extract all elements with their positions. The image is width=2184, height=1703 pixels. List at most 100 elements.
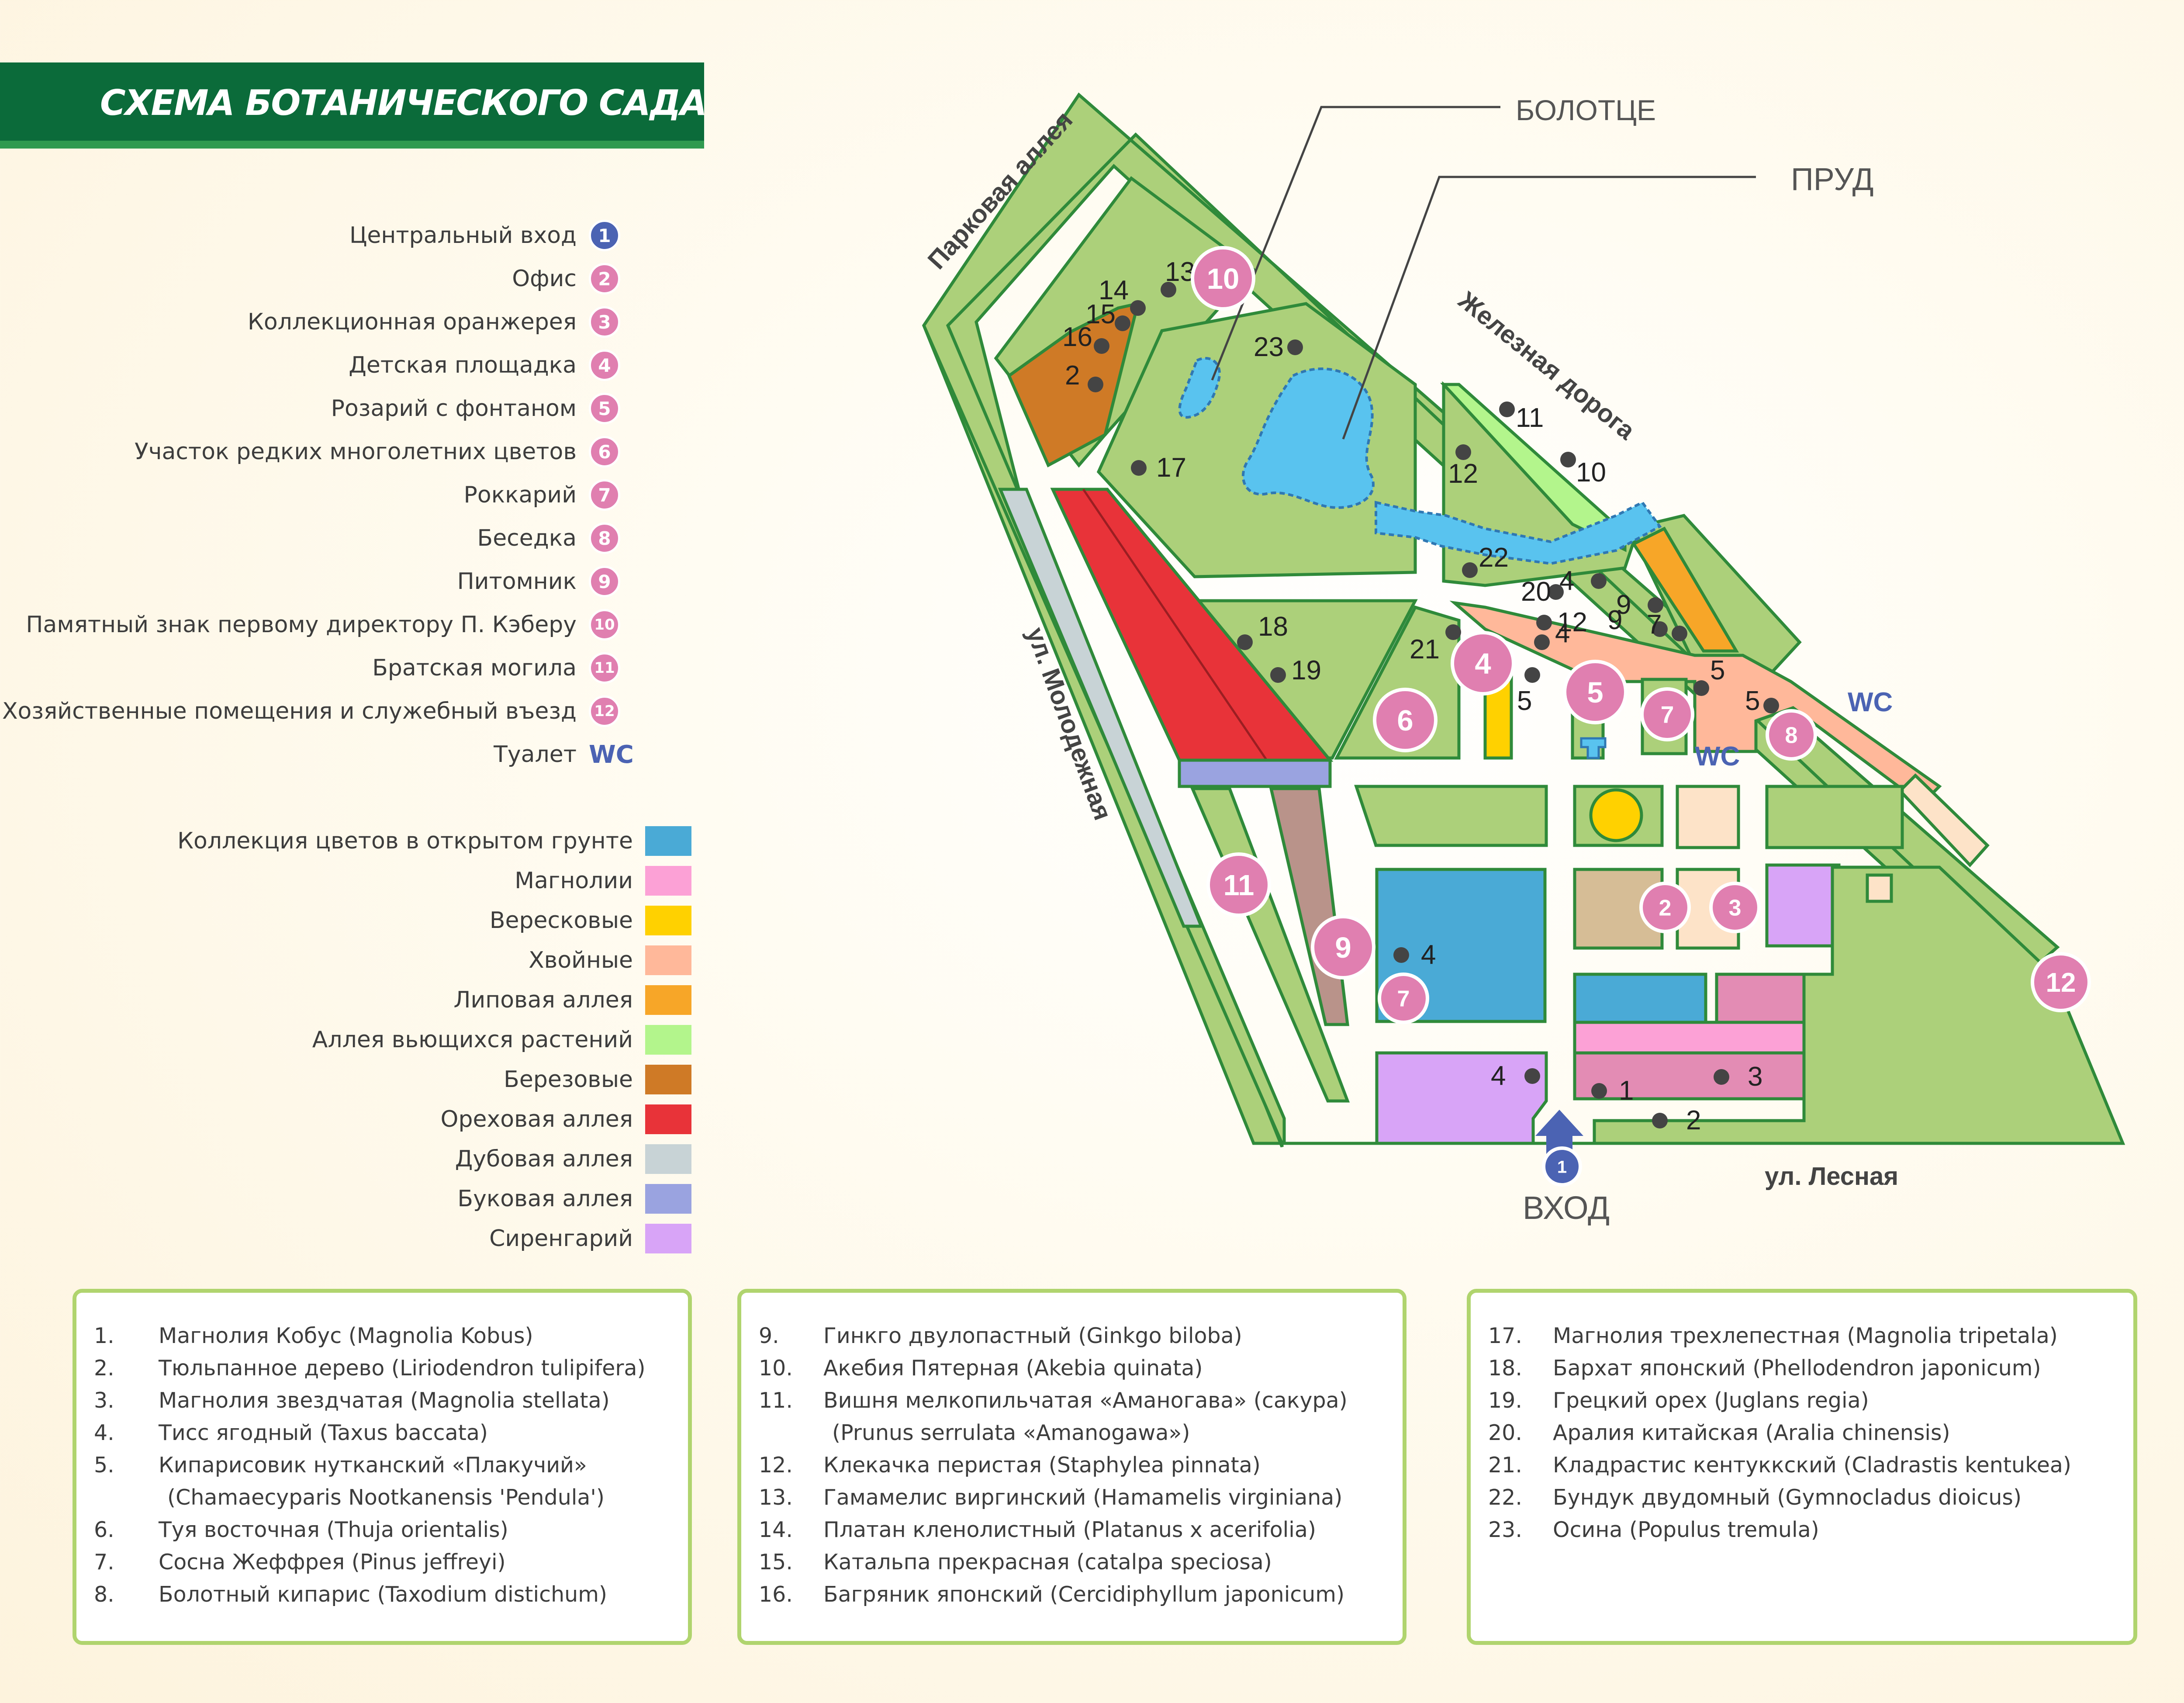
legend-number-badge: 11 [589,652,620,684]
zone-circle [1639,882,1691,933]
legend-number-badge: 5 [589,393,620,424]
legend-number-badge: 7 [589,479,620,511]
stream [1375,501,1662,565]
zone-number-marker[interactable]: 7 [1378,973,1429,1024]
color-legend-label: Аллея вьющихся растений [312,1027,633,1053]
legend-label: Братская могила [372,655,577,681]
species-name: Клекачка перистая (Staphylea pinnata) [823,1453,1261,1478]
zone-number-marker[interactable]: 8 [1766,709,1817,761]
color-swatch [645,866,691,896]
zone-number-marker[interactable]: 2 [1639,882,1691,933]
tree-point-label: 21 [1410,634,1440,665]
zone-circle-number: 8 [1785,723,1798,748]
tree-point [1714,1069,1729,1085]
zone-circle-number: 2 [1659,896,1672,921]
color-swatch [645,1144,691,1174]
species-name: Осина (Populus tremula) [1553,1517,1819,1542]
tree-point-label: 14 [1099,275,1129,305]
species-number: 23. [1488,1517,1522,1542]
color-legend-item: Вересковые [490,903,691,938]
species-number: 19. [1488,1388,1522,1413]
zone-number-marker[interactable]: 6 [1373,688,1438,752]
tree-point-label: 11 [1516,403,1544,433]
tree-point [1499,402,1515,417]
color-legend-label: Буковая аллея [457,1186,633,1212]
legend-number-badge: 6 [589,436,620,467]
zone-number-marker[interactable]: 10 [1191,246,1255,311]
tree-point-label: 16 [1062,322,1092,352]
tree-point-label: 12 [1557,607,1587,637]
legend-number-badge: 1 [589,220,620,251]
zone-number-marker[interactable]: 3 [1709,882,1761,933]
wc-map-label: WC [1848,687,1893,717]
legend-number-badge: 8 [589,523,620,554]
pond-label: ПРУД [1791,162,1873,197]
tree-point-label: 9 [1616,590,1631,620]
tree-point [1237,634,1253,650]
tree-point-label: 1 [1619,1076,1634,1106]
legend-label: Памятный знак первому директору П. Кэбер… [26,612,577,638]
color-legend-label: Березовые [504,1066,633,1093]
color-legend-item: Магнолии [515,863,691,898]
zone-circle [1191,246,1255,311]
legend-number-badge: 12 [589,696,620,727]
species-number: 4. [94,1420,114,1445]
species-name: Катальпа прекрасная (catalpa speciosa) [823,1550,1272,1575]
tree-point [1763,698,1779,713]
species-name: Платан кленолистный (Platanus x acerifol… [823,1517,1317,1542]
lesnaya-label: ул. Лесная [1765,1162,1898,1191]
zone-circle-number: 4 [1475,647,1491,680]
tree-point [1393,947,1409,963]
zone-number-marker[interactable]: 9 [1311,915,1375,980]
color-swatch [645,985,691,1015]
color-legend-label: Коллекция цветов в открытом грунте [177,828,633,854]
species-number: 11. [759,1388,793,1413]
species-name: Сосна Жеффрея (Pinus jeffreyi) [159,1550,506,1575]
zone-number-marker[interactable]: 11 [1206,852,1271,917]
zone-circle [1451,631,1515,696]
lilac-block-east [1765,863,1841,948]
zone-number-marker[interactable]: 4 [1451,631,1515,696]
species-number: 16. [759,1582,793,1607]
tree-point-label: 17 [1156,453,1186,483]
color-legend-label: Ореховая аллея [440,1106,633,1132]
species-name: Грецкий орех (Juglans regia) [1553,1388,1869,1413]
tree-point [1161,282,1176,298]
tree-point [1534,634,1550,650]
tree-point [1455,444,1471,460]
species-number: 10. [759,1356,793,1381]
species-number: 17. [1488,1323,1522,1348]
color-legend-item: Хвойные [529,943,691,978]
legend-label: Хозяйственные помещения и служебный въез… [2,698,577,724]
tree-point [1270,667,1286,683]
entrance-label: ВХОД [1523,1190,1610,1226]
zone-number-marker[interactable]: 1 [1542,1146,1582,1187]
color-legend-item: Березовые [504,1062,691,1097]
tree-point [1524,667,1540,683]
zone-circle [1378,973,1429,1024]
species-number: 9. [759,1323,779,1348]
tree-point [1115,315,1130,331]
zone-circle-number: 3 [1729,896,1742,921]
species-name: Акебия Пятерная (Akebia quinata) [823,1356,1203,1381]
species-number: 1. [94,1323,114,1348]
tree-point-label: 5 [1710,655,1725,685]
fountain [1589,788,1643,842]
title-stripe [0,141,704,149]
pond-callout-line [1342,176,1756,440]
zone-number-marker[interactable]: 7 [1640,687,1694,741]
legend-number-badge: 2 [589,263,620,294]
legend-number-badge: 9 [589,566,620,597]
color-legend-label: Магнолии [515,868,633,894]
species-number: 7. [94,1550,114,1575]
legend-item: Хозяйственные помещения и служебный въез… [2,692,620,731]
zone-number-marker[interactable]: 12 [2031,952,2091,1012]
species-number: 22. [1488,1485,1522,1510]
tree-point-label: 4 [1421,940,1436,970]
wc-map-label: WC [1695,741,1740,772]
tree-point-label: 22 [1479,543,1509,573]
zone-number-marker[interactable]: 5 [1563,660,1628,724]
